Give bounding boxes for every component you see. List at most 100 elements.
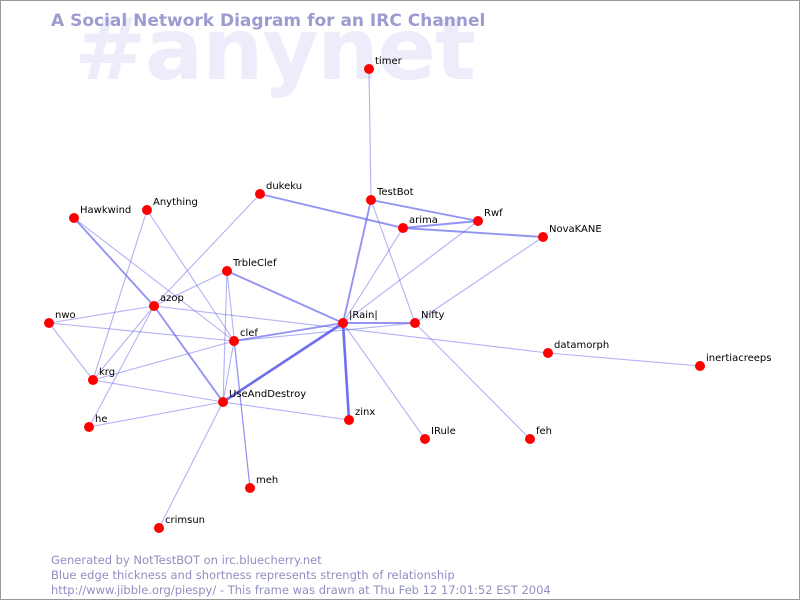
edge-testbot-rain [342, 199, 372, 324]
edge-testbot-nifty [370, 199, 416, 324]
node-dot [88, 375, 98, 385]
edge-rain-clef [233, 322, 344, 342]
node-dot [142, 205, 152, 215]
node-dot [229, 336, 239, 346]
node-label: timer [375, 56, 403, 67]
node-inertiacreeps: inertiacreeps [695, 353, 771, 371]
node-label: UseAndDestroy [229, 389, 306, 400]
edge-nifty-clef [233, 322, 416, 342]
edge-arima-novakane [402, 227, 544, 238]
edge-hawkwind-clef [73, 217, 235, 342]
node-label: Anything [153, 197, 198, 208]
edge-rwf-rain [342, 220, 479, 324]
node-nwo: nwo [44, 310, 76, 328]
edge-nifty-feh [414, 322, 531, 440]
node-label: feh [536, 426, 552, 437]
node-dot [44, 318, 54, 328]
node-label: IRule [431, 426, 456, 437]
edge-azop-he [88, 305, 155, 428]
node-dot [338, 318, 348, 328]
edge-rain-useanddestroy [221, 321, 345, 404]
footer: Generated by NotTestBOT on irc.bluecherr… [51, 553, 551, 598]
node-dot [420, 434, 430, 444]
node-trbleclef: TrbleClef [222, 258, 277, 276]
node-dot [543, 348, 553, 358]
node-label: TrbleClef [232, 258, 277, 269]
node-meh: meh [245, 475, 278, 493]
edge-novakane-nifty [414, 236, 544, 324]
node-timer: timer [364, 56, 403, 74]
edge-rain-irule [342, 322, 426, 440]
node-label: arima [409, 215, 438, 226]
node-label: TestBot [376, 187, 414, 198]
node-rain: |Rain| [338, 310, 378, 328]
node-hawkwind: Hawkwind [69, 205, 131, 223]
edge-useanddestroy-he [88, 401, 224, 428]
node-dot [695, 361, 705, 371]
edge-trbleclef-rain [226, 270, 344, 324]
edge-useanddestroy-crimsun [158, 401, 224, 529]
footer-url-line: http://www.jibble.org/piespy/ - This fra… [51, 583, 551, 597]
edge-nwo-krg [48, 322, 94, 381]
edge-azop-nwo [48, 305, 155, 324]
node-dot [218, 397, 228, 407]
edge-useanddestroy-zinx [222, 401, 350, 421]
edge-testbot-rwf [370, 199, 479, 222]
node-dot [525, 434, 535, 444]
edge-arima-rwf [402, 220, 479, 229]
node-rwf: Rwf [473, 208, 503, 226]
node-label: Hawkwind [80, 205, 131, 216]
node-label: Nifty [421, 310, 445, 321]
edge-datamorph-inertiacreeps [547, 352, 701, 367]
channel-watermark: #anynet [74, 0, 476, 100]
node-label: dukeku [266, 181, 302, 192]
node-dot [84, 422, 94, 432]
node-dot [398, 223, 408, 233]
node-label: datamorph [554, 340, 609, 351]
node-he: he [84, 414, 108, 432]
node-label: inertiacreeps [706, 353, 771, 364]
edge-clef-useanddestroy [222, 340, 235, 403]
node-label: meh [256, 475, 278, 486]
node-label: krg [99, 367, 115, 378]
node-dot [154, 523, 164, 533]
node-dot [364, 64, 374, 74]
node-anything: Anything [142, 197, 198, 215]
node-irule: IRule [420, 426, 456, 444]
page-title: A Social Network Diagram for an IRC Chan… [51, 11, 486, 31]
node-feh: feh [525, 426, 552, 444]
node-clef: clef [229, 328, 258, 346]
edge-anything-krg [92, 209, 148, 381]
edge-layer [48, 68, 701, 529]
node-label: azop [160, 293, 184, 304]
node-label: Rwf [484, 208, 503, 219]
node-crimsun: crimsun [154, 515, 205, 533]
edge-nwo-clef [48, 322, 235, 342]
node-krg: krg [88, 367, 115, 385]
node-label: NovaKANE [549, 224, 602, 235]
node-zinx: zinx [344, 407, 375, 425]
node-arima: arima [398, 215, 438, 233]
edge-timer-testbot [368, 68, 372, 201]
node-dot [255, 189, 265, 199]
node-dot [538, 232, 548, 242]
edge-hawkwind-azop [73, 217, 155, 307]
node-novakane: NovaKANE [538, 224, 602, 242]
node-datamorph: datamorph [543, 340, 609, 358]
node-label: zinx [355, 407, 375, 418]
edge-dukeku-azop [153, 193, 261, 307]
node-label: nwo [55, 310, 76, 321]
footer-generator-line: Generated by NotTestBOT on irc.bluecherr… [51, 553, 322, 567]
node-dot [245, 483, 255, 493]
edge-arima-rain [342, 227, 404, 324]
edge-dukeku-arima [259, 193, 404, 229]
node-dot [410, 318, 420, 328]
node-label: crimsun [165, 515, 205, 526]
footer-legend-line: Blue edge thickness and shortness repres… [51, 568, 455, 582]
edge-anything-clef [146, 209, 235, 342]
node-azop: azop [149, 293, 184, 311]
edge-krg-useanddestroy [92, 379, 224, 403]
node-dukeku: dukeku [255, 181, 302, 199]
node-dot [366, 195, 376, 205]
node-nifty: Nifty [410, 310, 445, 328]
